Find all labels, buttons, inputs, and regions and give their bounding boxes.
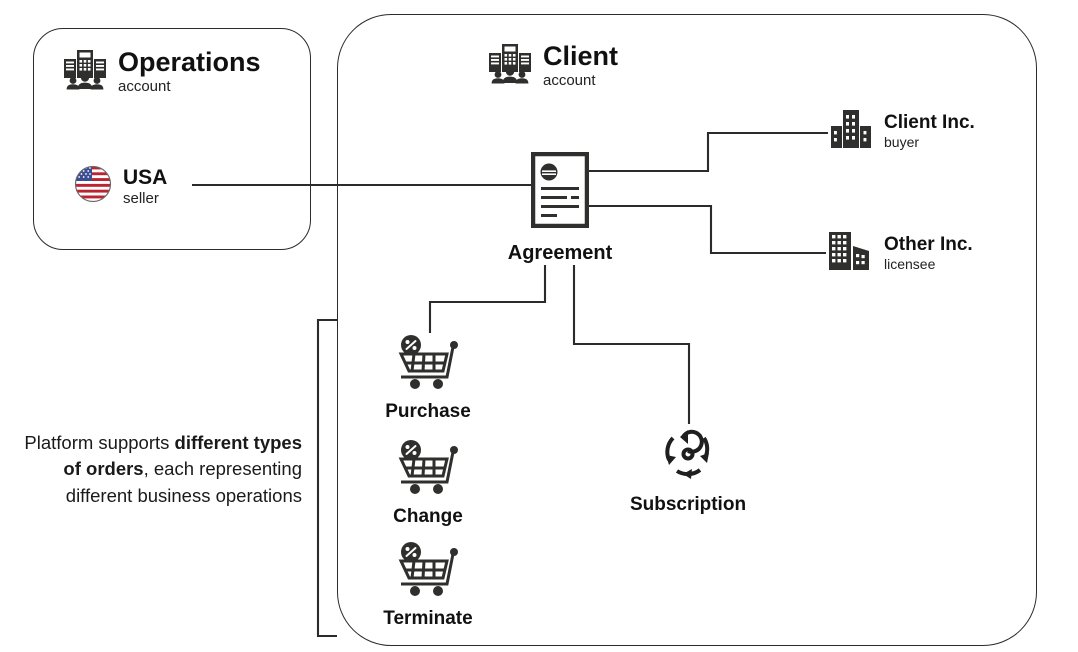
other-inc-subtitle: licensee xyxy=(884,256,936,273)
operations-subtitle: account xyxy=(118,77,171,95)
client-title: Client xyxy=(543,41,619,72)
client-account-group xyxy=(337,14,1037,646)
terminate-order-node: Terminate xyxy=(363,540,493,630)
recurring-cycle-icon xyxy=(658,424,718,487)
client-subtitle: account xyxy=(543,71,596,89)
shopping-cart-icon xyxy=(397,333,459,394)
terminate-label: Terminate xyxy=(383,608,473,629)
usa-seller-text: USA seller xyxy=(123,165,168,207)
change-order-node: Change xyxy=(363,438,493,528)
other-inc-node: Other Inc. licensee xyxy=(828,230,973,277)
operations-account-group xyxy=(33,28,311,250)
operations-account-text: Operations account xyxy=(118,48,261,94)
office-building-people-icon xyxy=(62,48,108,95)
usa-seller-node: USA seller xyxy=(74,165,167,208)
client-account-node: Client account xyxy=(487,42,618,89)
agreement-label: Agreement xyxy=(507,242,613,264)
office-building-people-icon xyxy=(487,42,533,89)
shopping-cart-icon xyxy=(397,438,459,499)
caption-text-2: , each xyxy=(143,458,195,480)
purchase-label: Purchase xyxy=(385,401,471,422)
city-buildings-icon xyxy=(828,230,872,277)
client-account-text: Client account xyxy=(543,42,618,88)
change-label: Change xyxy=(393,506,463,527)
client-inc-node: Client Inc. buyer xyxy=(830,108,975,155)
client-inc-title: Client Inc. xyxy=(884,112,975,134)
caption-bold-2: types of orders xyxy=(63,432,302,480)
subscription-label: Subscription xyxy=(629,494,747,515)
client-inc-subtitle: buyer xyxy=(884,134,920,151)
other-inc-title: Other Inc. xyxy=(884,234,973,256)
order-types-caption: Platform supports different types of ord… xyxy=(18,430,302,509)
document-seal-icon xyxy=(530,151,590,233)
usa-subtitle: seller xyxy=(123,189,159,207)
usa-title: USA xyxy=(123,165,168,189)
other-inc-text: Other Inc. licensee xyxy=(884,235,973,272)
purchase-order-node: Purchase xyxy=(363,333,493,423)
caption-bold-1: different xyxy=(174,432,249,453)
caption-text-4: business operations xyxy=(137,484,302,506)
operations-account-node: Operations account xyxy=(62,48,261,95)
caption-text-1: Platform supports xyxy=(24,432,175,453)
office-tower-icon xyxy=(830,108,872,155)
shopping-cart-icon xyxy=(397,540,459,601)
agreement-node: Agreement xyxy=(497,151,623,265)
order-types-bracket xyxy=(316,318,337,638)
caption-text-3: representing different xyxy=(65,458,302,506)
operations-title: Operations xyxy=(118,47,261,78)
client-inc-text: Client Inc. buyer xyxy=(884,113,975,150)
usa-flag-icon xyxy=(74,165,112,208)
subscription-node: Subscription xyxy=(616,424,760,516)
